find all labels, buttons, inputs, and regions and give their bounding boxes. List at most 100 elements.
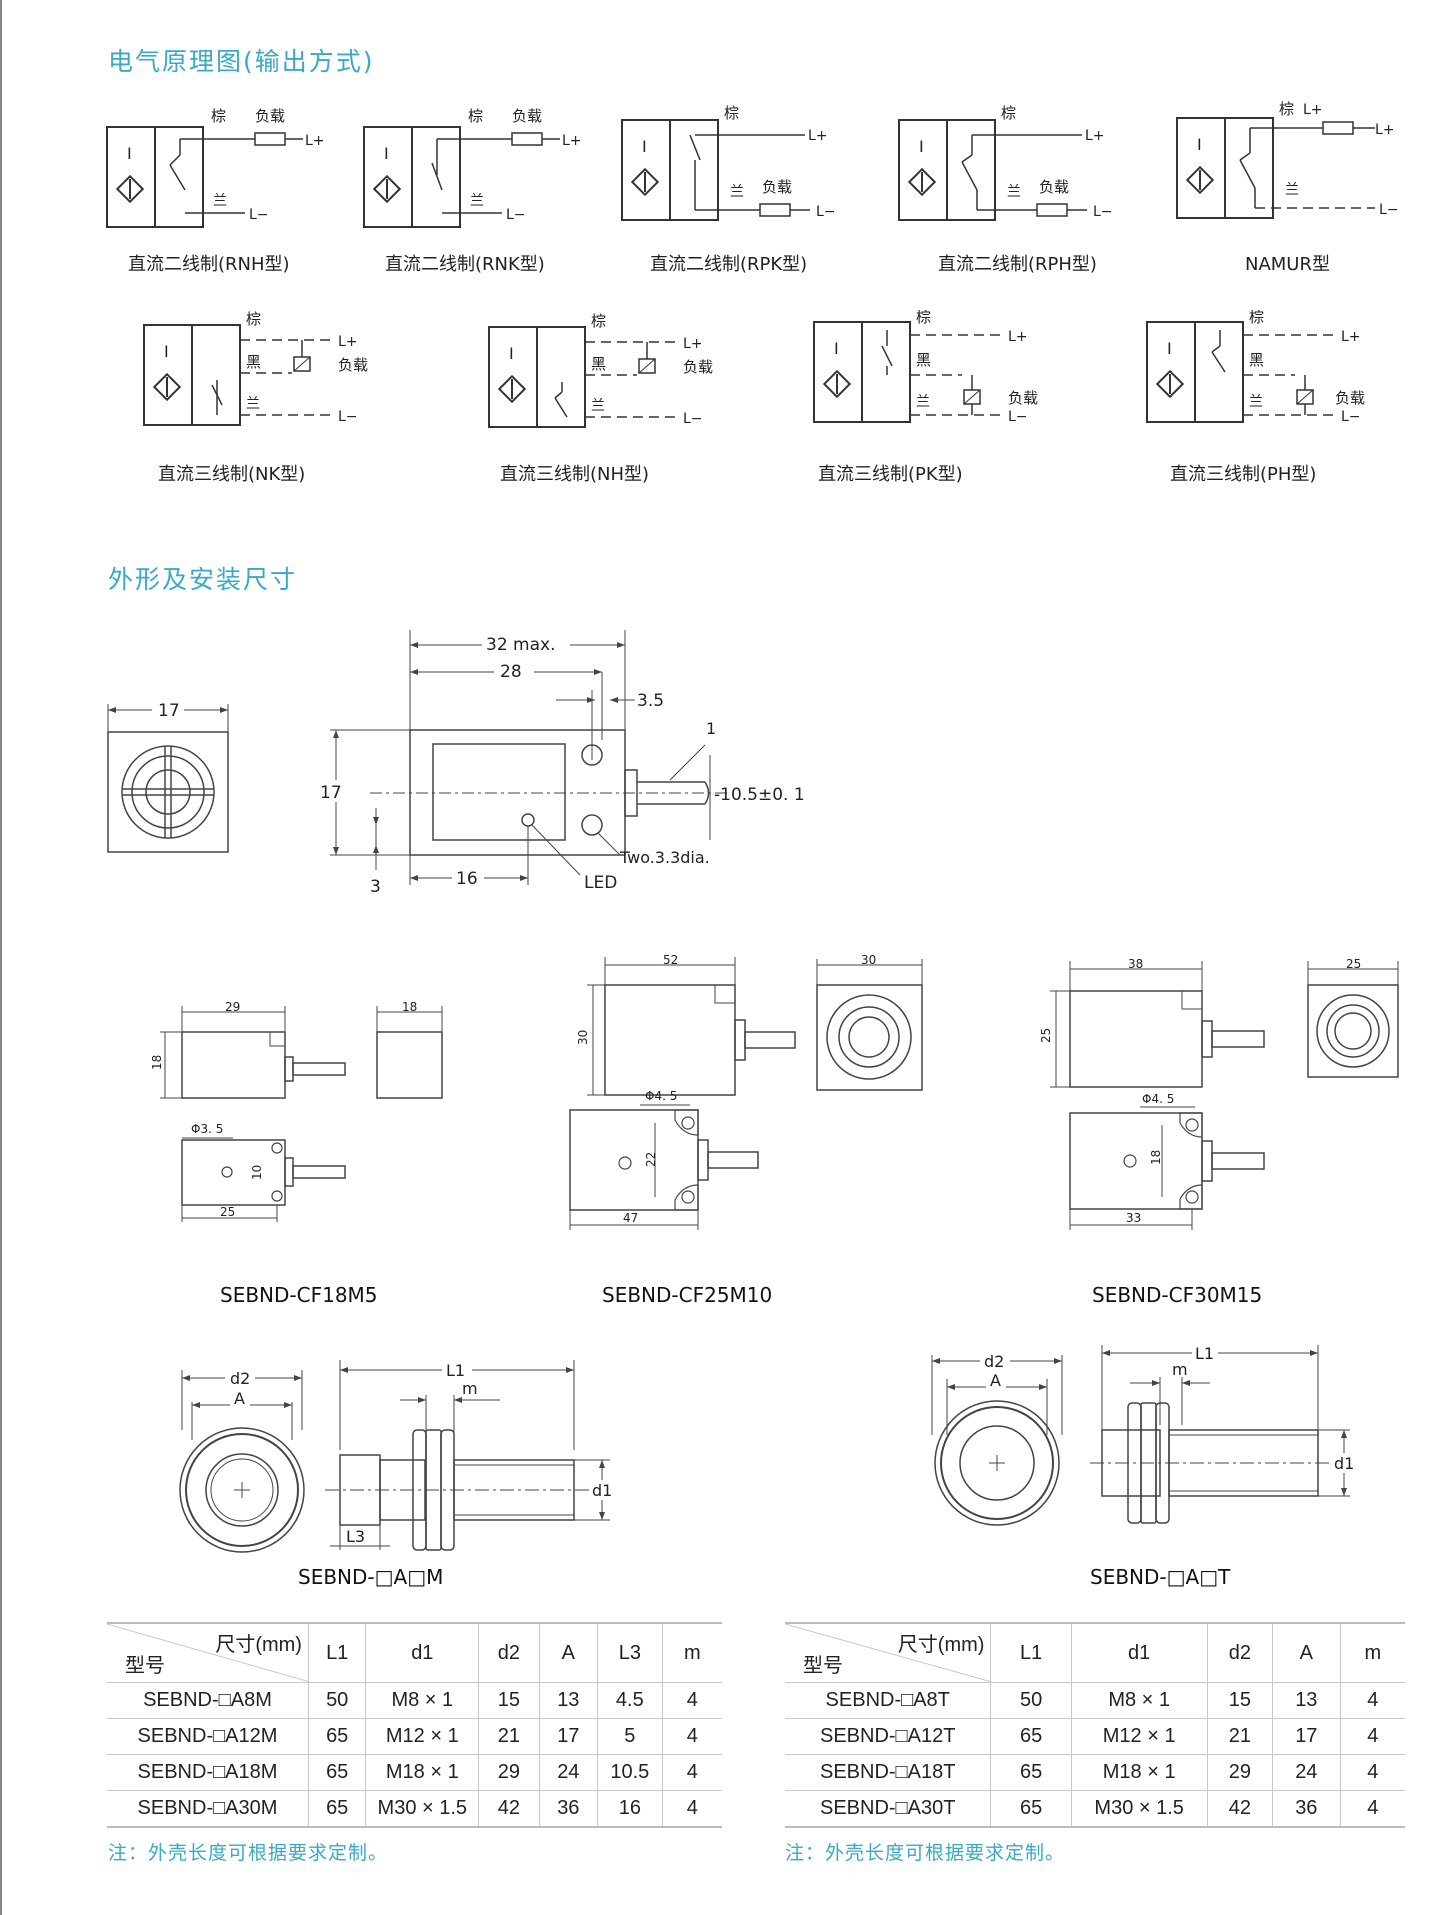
hole-pitch-label: -10.5±0. 1 bbox=[714, 785, 805, 805]
sensor-label: I bbox=[127, 144, 132, 163]
table-header: L3 bbox=[597, 1622, 663, 1683]
len-max-label: 32 max. bbox=[486, 635, 555, 655]
led-low-label: 3 bbox=[370, 877, 381, 895]
svg-text:I: I bbox=[509, 344, 514, 363]
wiring-diagram-pk: I 棕 黑 兰 L+ 负载 L− bbox=[813, 310, 1038, 425]
wiring-diagram-rpk: I L+ 棕 兰 负载 L− bbox=[621, 104, 836, 221]
svg-text:L+: L+ bbox=[1375, 122, 1395, 138]
svg-text:L+: L+ bbox=[338, 334, 358, 350]
table-header: L1 bbox=[990, 1622, 1072, 1683]
svg-text:负载: 负载 bbox=[762, 178, 792, 196]
svg-text:18: 18 bbox=[150, 1055, 164, 1070]
svg-text:兰: 兰 bbox=[470, 193, 484, 209]
svg-text:A: A bbox=[234, 1389, 245, 1408]
svg-text:d1: d1 bbox=[1334, 1454, 1354, 1473]
svg-text:兰: 兰 bbox=[1007, 184, 1021, 200]
table-header: d2 bbox=[1206, 1622, 1273, 1683]
svg-text:兰: 兰 bbox=[591, 398, 605, 414]
svg-text:22: 22 bbox=[644, 1152, 658, 1167]
wiring-diagram-rnh: I L+ 棕 负载 兰 L− bbox=[106, 107, 325, 228]
wiring-section-title: 电气原理图(输出方式) bbox=[108, 47, 375, 76]
svg-text:L+: L+ bbox=[1303, 102, 1323, 118]
svg-text:Φ3. 5: Φ3. 5 bbox=[191, 1122, 223, 1136]
model-a-m: SEBND-□A□M bbox=[298, 1565, 444, 1589]
svg-text:30: 30 bbox=[576, 1030, 590, 1045]
svg-text:负载: 负载 bbox=[683, 358, 713, 376]
svg-text:I: I bbox=[834, 339, 839, 358]
svg-text:负载: 负载 bbox=[1008, 389, 1038, 407]
cf18-drawing: 29 18 18 Φ3. 5 10 25 bbox=[150, 1000, 443, 1222]
svg-text:棕: 棕 bbox=[1279, 100, 1294, 118]
svg-text:棕: 棕 bbox=[468, 107, 483, 125]
front-view-drawing: 17 bbox=[107, 700, 229, 853]
svg-text:棕: 棕 bbox=[724, 104, 739, 122]
model-cf30m15: SEBND-CF30M15 bbox=[1092, 1283, 1263, 1307]
svg-text:L−: L− bbox=[683, 411, 703, 427]
side-view-drawing: 32 max. 28 3.5 1 -10.5±0. 1 17 3 16 LED bbox=[320, 630, 805, 895]
table-t-note: 注：外壳长度可根据要求定制。 bbox=[785, 1842, 1066, 1864]
svg-text:兰: 兰 bbox=[1285, 182, 1299, 198]
svg-text:黑: 黑 bbox=[1249, 351, 1264, 369]
page-edge bbox=[0, 0, 2, 1915]
model-cf18m5: SEBND-CF18M5 bbox=[220, 1283, 378, 1307]
svg-text:A: A bbox=[990, 1371, 1001, 1390]
svg-text:I: I bbox=[384, 144, 389, 163]
table-header: A bbox=[538, 1622, 598, 1683]
svg-text:18: 18 bbox=[402, 1000, 417, 1014]
brown-label: 棕 bbox=[211, 107, 226, 125]
dims-section-title: 外形及安装尺寸 bbox=[108, 565, 298, 594]
svg-text:52: 52 bbox=[663, 955, 678, 967]
caption-rnh: 直流二线制(RNH型) bbox=[128, 254, 290, 275]
caption-nh: 直流三线制(NH型) bbox=[500, 464, 650, 485]
table-header: d2 bbox=[478, 1622, 540, 1683]
svg-text:d1: d1 bbox=[592, 1481, 612, 1500]
table-m-note: 注：外壳长度可根据要求定制。 bbox=[108, 1842, 389, 1864]
svg-text:25: 25 bbox=[220, 1205, 235, 1219]
svg-text:m: m bbox=[462, 1379, 478, 1398]
svg-text:L−: L− bbox=[1341, 409, 1361, 425]
svg-text:兰: 兰 bbox=[1249, 394, 1263, 410]
svg-text:L1: L1 bbox=[446, 1361, 465, 1380]
svg-text:33: 33 bbox=[1126, 1211, 1141, 1225]
svg-text:负载: 负载 bbox=[512, 107, 542, 125]
svg-text:I: I bbox=[919, 137, 924, 156]
svg-text:L+: L+ bbox=[808, 128, 828, 144]
svg-text:10: 10 bbox=[250, 1165, 264, 1180]
cf30-drawing: 38 25 25 Φ4. 5 18 33 bbox=[1039, 957, 1399, 1230]
am-drawing: d2 A L1 m d1 L3 bbox=[179, 1360, 616, 1553]
svg-text:L−: L− bbox=[816, 204, 836, 220]
svg-text:L−: L− bbox=[506, 207, 526, 223]
svg-text:棕: 棕 bbox=[916, 310, 931, 326]
svg-text:L+: L+ bbox=[1341, 329, 1361, 345]
at-drawing: d2 A L1 m d1 bbox=[931, 1345, 1358, 1526]
svg-text:黑: 黑 bbox=[591, 355, 606, 373]
table-corner-cell: 尺寸(mm) 型号 bbox=[785, 1622, 992, 1683]
svg-text:负载: 负载 bbox=[1335, 389, 1365, 407]
svg-text:47: 47 bbox=[623, 1211, 638, 1225]
caption-ph: 直流三线制(PH型) bbox=[1170, 464, 1317, 485]
svg-text:L1: L1 bbox=[1195, 1345, 1214, 1363]
wiring-diagram-nk: I 棕 黑 兰 L+ 负载 L− bbox=[143, 310, 368, 426]
wiring-diagram-nh: I 棕 黑 兰 L+ 负载 L− bbox=[488, 312, 713, 428]
wiring-diagram-ph: I 棕 黑 兰 L+ 负载 L− bbox=[1146, 310, 1365, 425]
svg-text:38: 38 bbox=[1128, 957, 1143, 971]
svg-text:L−: L− bbox=[1093, 204, 1113, 220]
table-corner-cell: 尺寸(mm) 型号 bbox=[107, 1622, 310, 1683]
cf25-drawing: 52 30 30 Φ4. 5 22 47 bbox=[569, 955, 923, 1230]
height-label: 17 bbox=[320, 783, 342, 803]
svg-text:I: I bbox=[164, 342, 169, 361]
svg-text:L3: L3 bbox=[346, 1527, 365, 1546]
svg-text:L+: L+ bbox=[1085, 128, 1105, 144]
table-header: d1 bbox=[365, 1622, 479, 1683]
caption-rph: 直流二线制(RPH型) bbox=[938, 254, 1097, 275]
led-label: LED bbox=[584, 873, 617, 893]
svg-text:L−: L− bbox=[1008, 409, 1028, 425]
holes-label: Two.3.3dia. bbox=[619, 848, 710, 867]
